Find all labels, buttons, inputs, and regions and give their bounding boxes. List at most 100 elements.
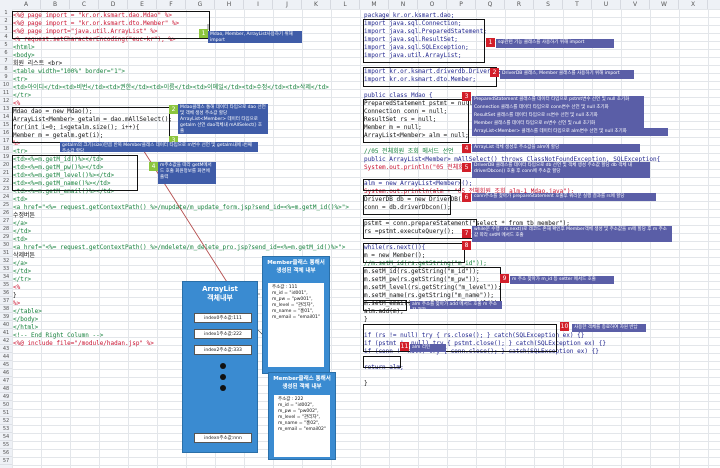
row-header-cell[interactable]: 52 xyxy=(0,417,12,425)
row-header-cell[interactable]: 1 xyxy=(0,9,12,17)
row-header-cell[interactable]: 40 xyxy=(0,321,12,329)
row-header-cell[interactable]: 16 xyxy=(0,129,12,137)
column-header-cell[interactable]: T xyxy=(563,0,592,9)
row-header-cell[interactable]: 9 xyxy=(0,73,12,81)
row-header-cell[interactable]: 5 xyxy=(0,41,12,49)
row-header-cell[interactable]: 49 xyxy=(0,393,12,401)
row-header-cell[interactable]: 50 xyxy=(0,401,12,409)
note-field-alm: ArrayList<Member> 클래스를 데이터 타입으로 alm변수 선언… xyxy=(472,128,668,136)
column-header-cell[interactable]: R xyxy=(505,0,534,9)
column-header-cell[interactable]: U xyxy=(592,0,621,9)
code-line: public ArrayList<Member> mAllSelect() th… xyxy=(364,156,661,163)
column-header-cell[interactable]: I xyxy=(244,0,273,9)
code-line: </a> xyxy=(13,260,28,267)
row-header-cell[interactable]: 26 xyxy=(0,209,12,217)
row-header-cell[interactable]: 54 xyxy=(0,433,12,441)
row-header-cell[interactable]: 36 xyxy=(0,289,12,297)
row-header-cell[interactable]: 8 xyxy=(0,65,12,73)
column-header-cell[interactable]: D xyxy=(99,0,128,9)
row-header-cell[interactable]: 39 xyxy=(0,313,12,321)
column-header-cell[interactable]: N xyxy=(389,0,418,9)
row-header-cell[interactable]: 15 xyxy=(0,121,12,129)
note-loop: getalm의 크기(size)만큼 반복 Member클래스 데이터 타입으로… xyxy=(60,142,258,152)
column-header-cell[interactable]: K xyxy=(302,0,331,9)
row-header-cell[interactable]: 53 xyxy=(0,425,12,433)
row-header-cell[interactable]: 42 xyxy=(0,337,12,345)
row-header-cell[interactable]: 30 xyxy=(0,241,12,249)
row-header-cell[interactable]: 46 xyxy=(0,369,12,377)
row-header-cell[interactable]: 4 xyxy=(0,33,12,41)
row-header-cell[interactable]: 28 xyxy=(0,225,12,233)
code-line: <td><%=m.getM_id()%></td> xyxy=(13,156,104,163)
row-header-cell[interactable]: 34 xyxy=(0,273,12,281)
column-header-cell[interactable]: C xyxy=(70,0,99,9)
column-header-cell[interactable]: S xyxy=(534,0,563,9)
column-header-cell[interactable]: X xyxy=(679,0,708,9)
code-line: Connection conn = null; xyxy=(364,108,448,115)
row-header-cell[interactable]: 37 xyxy=(0,297,12,305)
code-line: for(int i=0; i<getalm.size(); i++){ xyxy=(13,124,140,131)
row-header-cell[interactable]: 6 xyxy=(0,49,12,57)
member2-email: m_email = "email02" xyxy=(278,427,326,432)
row-header-cell[interactable]: 13 xyxy=(0,105,12,113)
row-header-cell[interactable]: 45 xyxy=(0,361,12,369)
row-header-cell[interactable]: 20 xyxy=(0,161,12,169)
row-header-cell[interactable]: 11 xyxy=(0,89,12,97)
row-header-cell[interactable]: 24 xyxy=(0,193,12,201)
note-getter: m주소값을 따라 getM메서드 호출 회원정보를 화면에 출력 xyxy=(158,162,216,184)
row-header-cell[interactable]: 18 xyxy=(0,145,12,153)
column-header-cell[interactable]: J xyxy=(273,0,302,9)
column-header-cell[interactable]: W xyxy=(650,0,679,9)
column-header-cell[interactable]: P xyxy=(447,0,476,9)
column-header-cell[interactable]: V xyxy=(621,0,650,9)
row-header-cell[interactable]: 41 xyxy=(0,329,12,337)
note-field-rs: ResultSet 클래스를 데이터 타입으로 rs변수 선언 및 null 초… xyxy=(472,112,644,120)
row-header-cell[interactable]: 27 xyxy=(0,217,12,225)
column-header-cell[interactable]: F xyxy=(157,0,186,9)
row-header-cell[interactable]: 19 xyxy=(0,153,12,161)
row-header-cell[interactable]: 55 xyxy=(0,441,12,449)
row-header-cell[interactable]: 7 xyxy=(0,57,12,65)
column-header-cell[interactable]: E xyxy=(128,0,157,9)
row-header-cell[interactable]: 31 xyxy=(0,249,12,257)
row-header-cell[interactable]: 12 xyxy=(0,97,12,105)
row-header-cell[interactable]: 48 xyxy=(0,385,12,393)
code-line: </table> xyxy=(13,308,42,315)
column-header-cell[interactable]: Q xyxy=(476,0,505,9)
row-header-cell[interactable]: 44 xyxy=(0,353,12,361)
row-header-cell[interactable]: 21 xyxy=(0,169,12,177)
column-header-cell[interactable]: M xyxy=(360,0,389,9)
column-header-cell[interactable]: B xyxy=(41,0,70,9)
row-header-cell[interactable]: 14 xyxy=(0,113,12,121)
row-header-cell[interactable]: 57 xyxy=(0,457,12,465)
row-header-cell[interactable]: 38 xyxy=(0,305,12,313)
column-header-cell[interactable]: O xyxy=(418,0,447,9)
row-header-cell[interactable]: 56 xyxy=(0,449,12,457)
column-header-cell[interactable]: A xyxy=(12,0,41,9)
code-line: System.out.println(alm + "05 전체회원 조회 alm… xyxy=(364,188,575,195)
row-header-cell[interactable]: 35 xyxy=(0,281,12,289)
row-header-cell[interactable]: 22 xyxy=(0,177,12,185)
row-header-cell[interactable]: 29 xyxy=(0,233,12,241)
row-header-cell[interactable]: 2 xyxy=(0,17,12,25)
row-header-cell[interactable]: 10 xyxy=(0,81,12,89)
column-header-cell[interactable]: G xyxy=(186,0,215,9)
row-header-cell[interactable]: 25 xyxy=(0,201,12,209)
code-line: <a href="<%= request.getContextPath() %>… xyxy=(13,244,346,251)
code-line: <td><%=m.getM_email()%></td> xyxy=(13,188,115,195)
column-header-cell[interactable]: H xyxy=(215,0,244,9)
row-header-cell[interactable]: 32 xyxy=(0,257,12,265)
code-line: PreparedStatement pstmt = null; xyxy=(364,100,476,107)
member1-address: 주소값 : 111 xyxy=(272,285,298,290)
row-header-cell[interactable]: 17 xyxy=(0,137,12,145)
row-header-cell[interactable]: 51 xyxy=(0,409,12,417)
ellipsis-dot-2 xyxy=(220,374,226,380)
code-line: %> xyxy=(13,140,21,147)
row-header-cell[interactable]: 3 xyxy=(0,25,12,33)
row-header-cell[interactable]: 47 xyxy=(0,377,12,385)
badge-red-3: 3 xyxy=(462,92,471,101)
row-header-cell[interactable]: 23 xyxy=(0,185,12,193)
row-header-cell[interactable]: 33 xyxy=(0,265,12,273)
column-header-cell[interactable]: L xyxy=(331,0,360,9)
row-header-cell[interactable]: 43 xyxy=(0,345,12,353)
